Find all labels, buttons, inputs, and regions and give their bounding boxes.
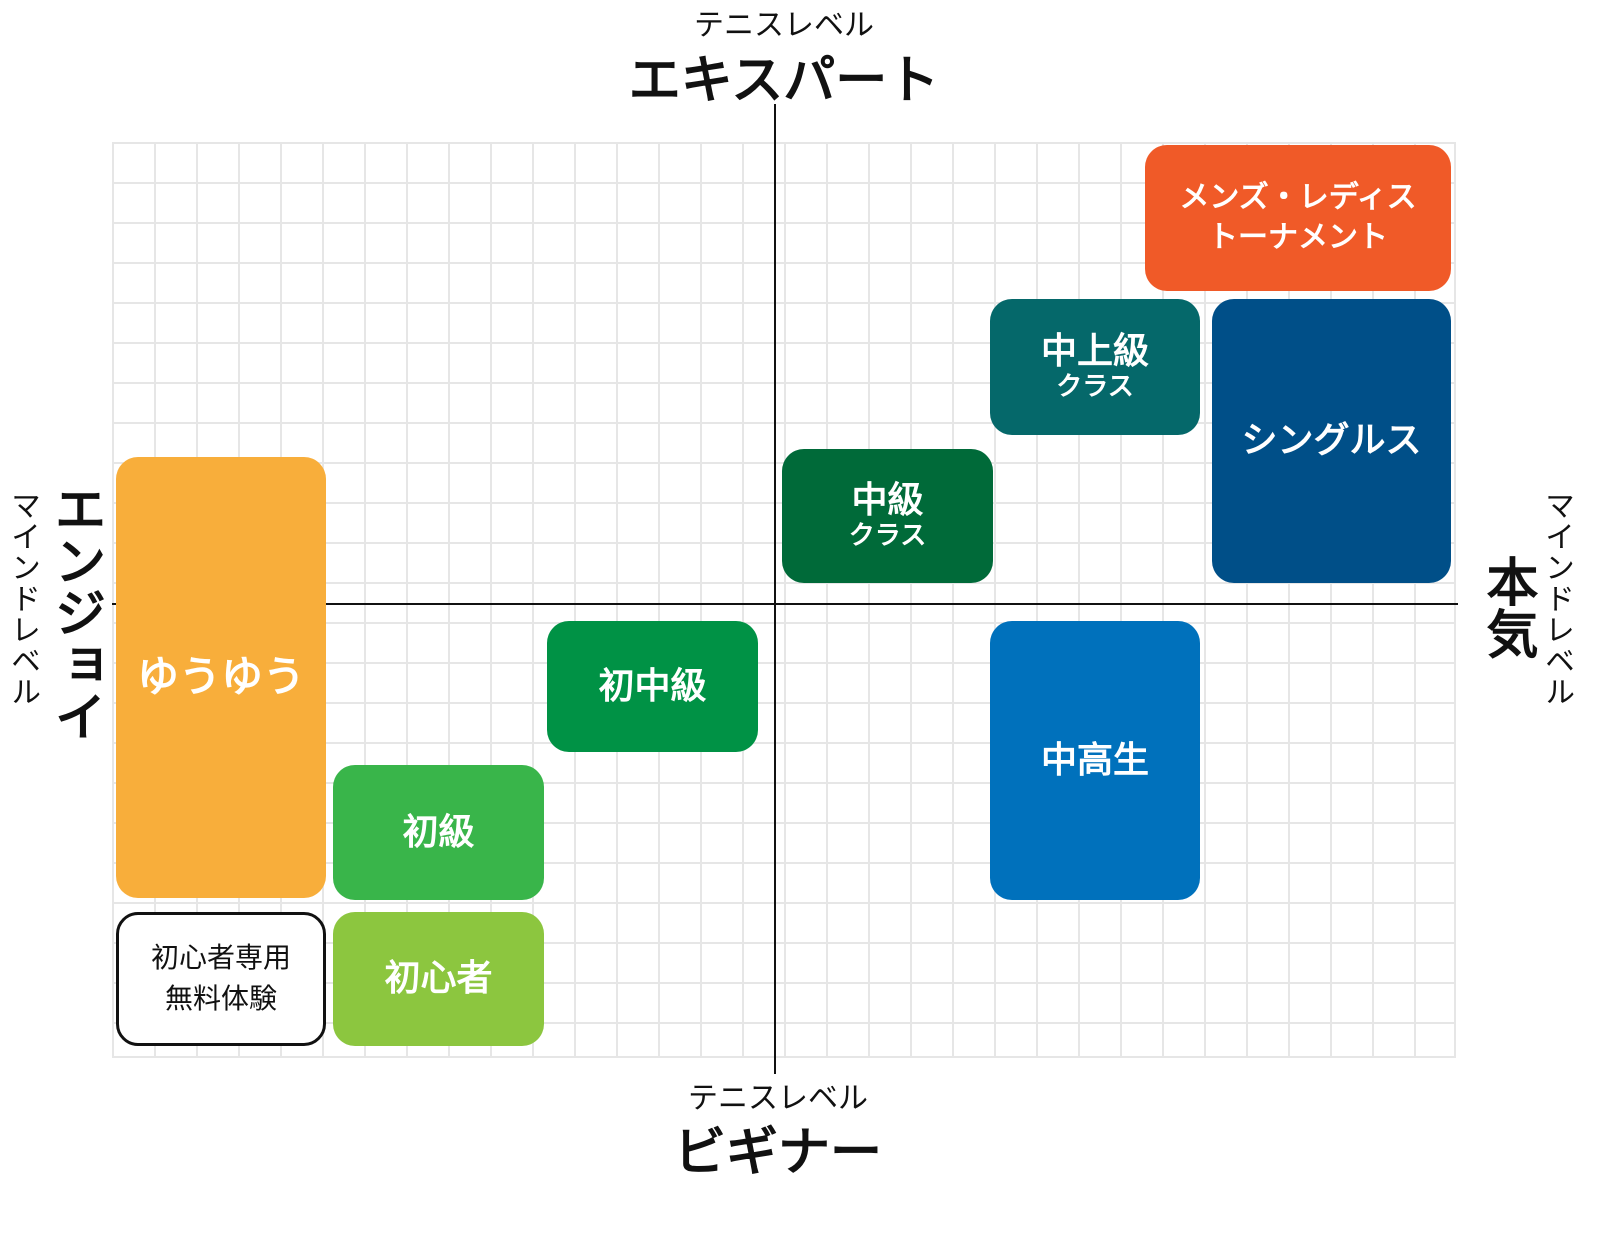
- novice-label: 初心者: [384, 958, 493, 1000]
- bottom-axis-label: ビギナー: [673, 1123, 882, 1183]
- junior-high-box[interactable]: 中高生: [990, 621, 1200, 900]
- intermediate-label: 中級: [851, 479, 924, 521]
- intermediate-class-box[interactable]: 中級 クラス: [782, 449, 993, 583]
- singles-box[interactable]: シングルス: [1212, 299, 1451, 583]
- top-axis-label: エキスパート: [628, 51, 940, 111]
- upper-intermediate-class-box[interactable]: 中上級 クラス: [990, 299, 1200, 435]
- upper-intermediate-class-label: クラス: [1056, 372, 1134, 403]
- right-axis-sublabel: マインドレベル: [1539, 490, 1574, 707]
- novice-box[interactable]: 初心者: [333, 912, 544, 1046]
- vertical-axis: [774, 104, 776, 1074]
- horizontal-axis: [112, 603, 1458, 605]
- mens-ladies-label: メンズ・レディス: [1179, 179, 1417, 215]
- mens-ladies-tournament-box[interactable]: メンズ・レディス トーナメント: [1145, 145, 1451, 291]
- chart-grid: [112, 142, 1456, 1058]
- beginner-box[interactable]: 初級: [333, 765, 544, 900]
- intermediate-class-label: クラス: [848, 521, 927, 552]
- yuuyuu-label: ゆうゆう: [136, 652, 305, 702]
- free-trial-line1: 初心者専用: [150, 941, 291, 975]
- tournament-label: トーナメント: [1208, 220, 1388, 255]
- beginner-label: 初級: [402, 811, 475, 853]
- right-axis-label: 本気: [1477, 555, 1537, 659]
- free-trial-line2: 無料体験: [164, 982, 277, 1015]
- junior-high-label: 中高生: [1040, 739, 1149, 781]
- upper-intermediate-label: 中上級: [1040, 330, 1149, 372]
- free-trial-box[interactable]: 初心者専用 無料体験: [116, 912, 326, 1046]
- left-axis-sublabel: マインドレベル: [5, 490, 40, 707]
- left-axis-label: エンジョイ: [45, 482, 105, 742]
- yuuyuu-box[interactable]: ゆうゆう: [116, 457, 326, 898]
- beginner-intermediate-label: 初中級: [598, 665, 707, 707]
- top-axis-sublabel: テニスレベル: [694, 8, 874, 43]
- singles-label: シングルス: [1241, 420, 1422, 462]
- beginner-intermediate-box[interactable]: 初中級: [547, 621, 758, 752]
- bottom-axis-sublabel: テニスレベル: [688, 1081, 868, 1116]
